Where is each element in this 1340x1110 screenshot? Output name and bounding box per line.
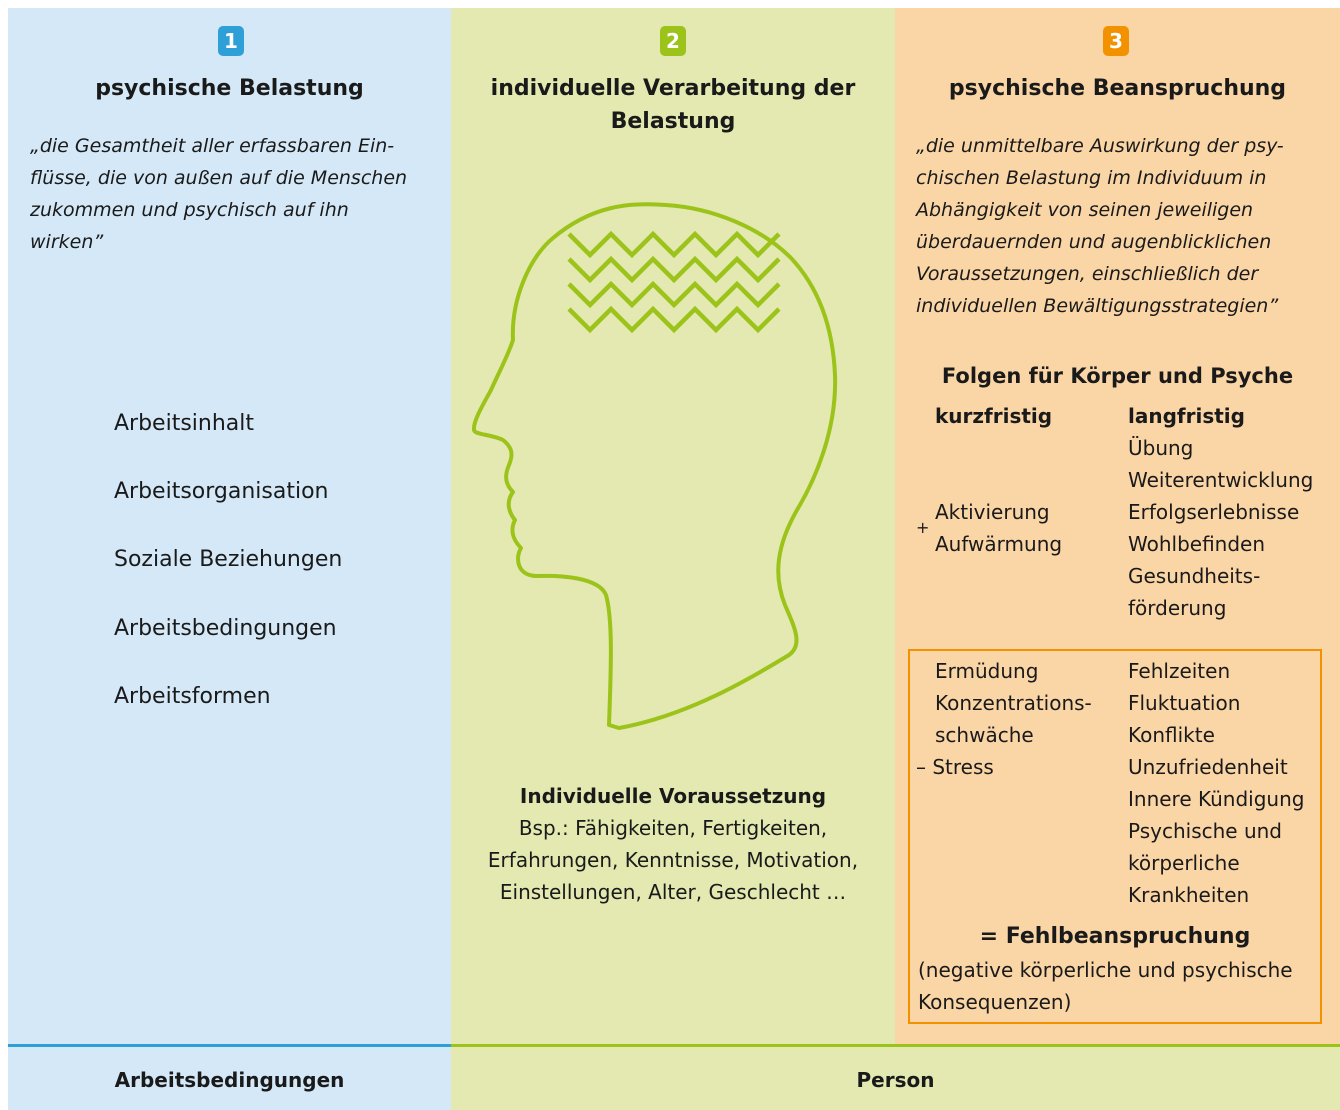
strain-negative-box: [908, 649, 1322, 1024]
minus-sign: –: [916, 755, 926, 779]
positive-short-term-list: Aktivierung Aufwärmung: [935, 500, 1063, 556]
misstrain-text: (negative körperliche und psychische Kon…: [918, 958, 1293, 1014]
long-term-label: langfristig: [1128, 404, 1245, 428]
list-item: Arbeitsinhalt: [114, 411, 255, 436]
negative-long-term-list: Fehlzeiten Fluktuation Konflikte Unzufri…: [1128, 659, 1305, 907]
consequences-title: Folgen für Körper und Psyche: [941, 364, 1294, 388]
prerequisites-text: Bsp.: Fähigkeiten, Fertigkeiten, Erfahru…: [487, 816, 859, 904]
list-item: Arbeitsorganisation: [114, 479, 329, 504]
col1-definition: „die Gesamtheit aller erfassbaren Ein- f…: [30, 135, 408, 253]
footer-right-label: Person: [856, 1068, 935, 1092]
col1-title: psychische Belastung: [95, 76, 364, 101]
col3-definition: „die unmittelbare Auswirkung der psy- ch…: [916, 135, 1284, 317]
head-profile-icon: [471, 202, 838, 730]
step-badge-1: 1: [218, 26, 244, 56]
list-item: Soziale Beziehungen: [114, 547, 343, 572]
footer-left-label: Arbeitsbedingungen: [114, 1068, 345, 1092]
step-badge-3: 3: [1103, 26, 1129, 56]
column-strain: [895, 8, 1340, 1044]
footer-person: [451, 1044, 1340, 1110]
step-badge-2: 2: [660, 26, 686, 56]
col3-title: psychische Beanspruchung: [948, 76, 1287, 101]
list-item: Arbeitsformen: [114, 684, 271, 709]
col2-title: individuelle Verarbeitung der Belastung: [490, 76, 856, 134]
short-term-label: kurzfristig: [935, 404, 1053, 428]
prerequisites-title: Individuelle Voraussetzung: [519, 784, 827, 808]
misstrain-title: = Fehlbeanspruchung: [979, 924, 1251, 949]
column-processing: [451, 8, 895, 1044]
positive-long-term-list: Übung Weiterentwicklung Erfolgserlebniss…: [1128, 436, 1314, 620]
column-workload: [8, 8, 451, 1044]
negative-short-term-list: Ermüdung Konzentrations- schwäche – Stre…: [916, 659, 1092, 779]
footer-work-conditions: [8, 1044, 451, 1110]
plus-sign: +: [916, 518, 930, 537]
list-item: Arbeitsbedingungen: [114, 616, 337, 641]
